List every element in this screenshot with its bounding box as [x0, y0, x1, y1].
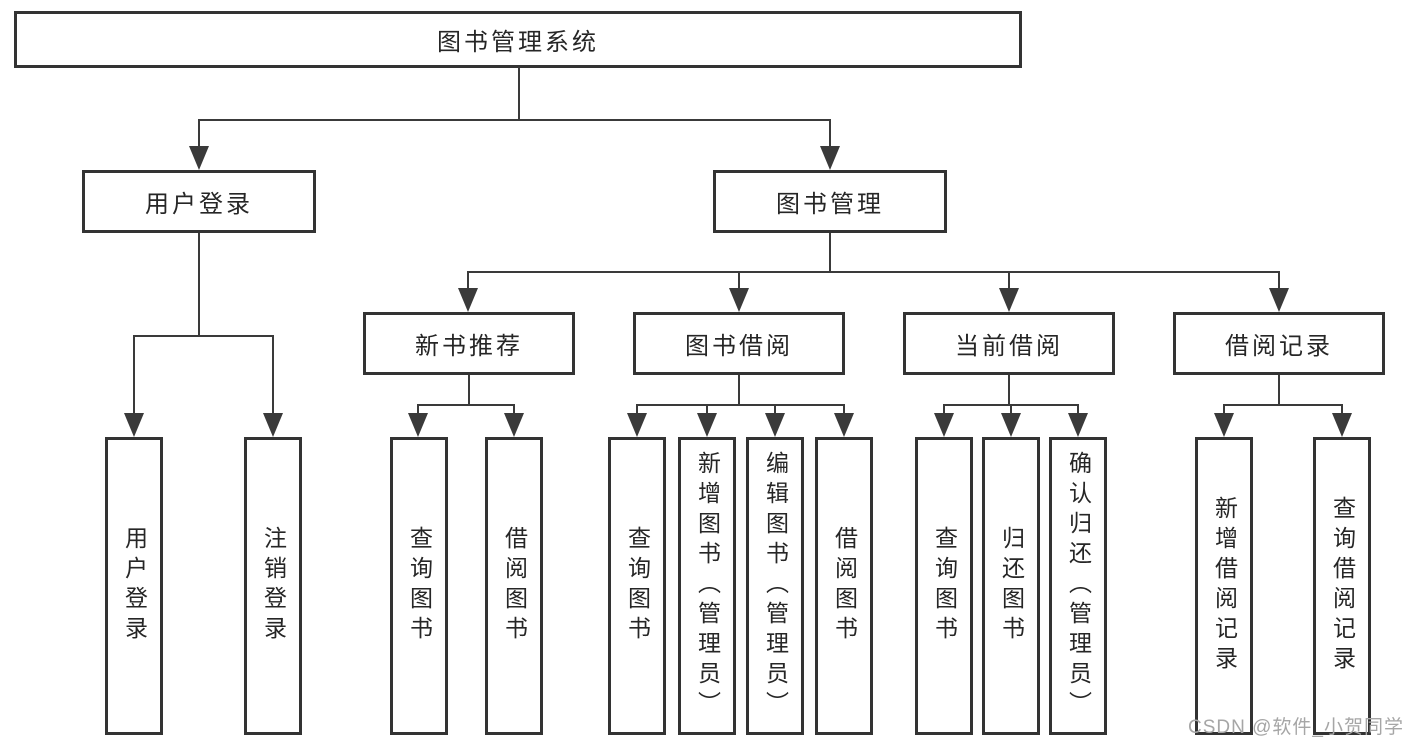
arrow-down-icon	[706, 404, 708, 413]
node-book-management: 图书管理	[713, 170, 947, 233]
arrow-down-icon	[513, 404, 515, 413]
leaf-user-login: 用户登录	[105, 437, 163, 735]
node-root: 图书管理系统	[14, 11, 1022, 68]
leaf-label: 归还图书	[998, 526, 1025, 646]
leaf-query-books-recommend: 查询图书	[390, 437, 448, 735]
node-borrow-records: 借阅记录	[1173, 312, 1385, 375]
leaf-label: 新增借阅记录	[1211, 496, 1238, 676]
leaf-borrow-books: 借阅图书	[815, 437, 873, 735]
leaf-borrow-books-recommend: 借阅图书	[485, 437, 543, 735]
leaf-label: 注销登录	[260, 526, 287, 646]
connector-user-login-stem	[198, 233, 200, 335]
node-book-borrow: 图书借阅	[633, 312, 845, 375]
arrow-down-icon	[417, 404, 419, 413]
leaf-label: 查询借阅记录	[1329, 496, 1356, 676]
leaf-add-book-admin: 新增图书（管理员）	[678, 437, 736, 735]
arrow-down-icon	[1008, 271, 1010, 288]
leaf-label: 新增图书（管理员）	[694, 451, 721, 721]
arrow-down-icon	[829, 119, 831, 146]
arrow-down-icon	[636, 404, 638, 413]
connector-book-borrow-rail	[636, 404, 845, 406]
leaf-label: 借阅图书	[501, 526, 528, 646]
node-user-login: 用户登录	[82, 170, 316, 233]
leaf-confirm-return-admin: 确认归还（管理员）	[1049, 437, 1107, 735]
arrow-down-icon	[774, 404, 776, 413]
leaf-logout: 注销登录	[244, 437, 302, 735]
arrow-down-icon	[133, 335, 135, 413]
node-new-book-recommend: 新书推荐	[363, 312, 575, 375]
arrow-down-icon	[1278, 271, 1280, 288]
connector-current-borrow-stem	[1008, 375, 1010, 404]
arrow-down-icon	[943, 404, 945, 413]
connector-new-book-rail	[417, 404, 515, 406]
connector-book-management-rail	[467, 271, 1280, 273]
arrow-down-icon	[1341, 404, 1343, 413]
connector-borrow-records-rail	[1223, 404, 1343, 406]
leaf-label: 借阅图书	[831, 526, 858, 646]
arrow-down-icon	[843, 404, 845, 413]
leaf-label: 用户登录	[121, 526, 148, 646]
connector-borrow-records-stem	[1278, 375, 1280, 404]
leaf-edit-book-admin: 编辑图书（管理员）	[746, 437, 804, 735]
arrow-down-icon	[1077, 404, 1079, 413]
connector-root-stem	[518, 67, 520, 119]
leaf-label: 确认归还（管理员）	[1065, 451, 1092, 721]
connector-user-login-rail	[133, 335, 274, 337]
leaf-add-borrow-record: 新增借阅记录	[1195, 437, 1253, 735]
csdn-watermark: CSDN @软件_小贺同学	[1188, 717, 1404, 738]
leaf-return-books: 归还图书	[982, 437, 1040, 735]
arrow-down-icon	[272, 335, 274, 413]
arrow-down-icon	[467, 271, 469, 288]
leaf-label: 查询图书	[406, 526, 433, 646]
leaf-label: 查询图书	[931, 526, 958, 646]
leaf-label: 查询图书	[624, 526, 651, 646]
leaf-query-books-current: 查询图书	[915, 437, 973, 735]
leaf-query-books-borrow: 查询图书	[608, 437, 666, 735]
connector-book-borrow-stem	[738, 375, 740, 404]
connector-book-management-stem	[829, 233, 831, 271]
arrow-down-icon	[198, 119, 200, 146]
arrow-down-icon	[1223, 404, 1225, 413]
leaf-query-borrow-record: 查询借阅记录	[1313, 437, 1371, 735]
connector-root-rail	[198, 119, 831, 121]
arrow-down-icon	[738, 271, 740, 288]
leaf-label: 编辑图书（管理员）	[762, 451, 789, 721]
arrow-down-icon	[1010, 404, 1012, 413]
connector-new-book-stem	[468, 375, 470, 404]
node-current-borrow: 当前借阅	[903, 312, 1115, 375]
